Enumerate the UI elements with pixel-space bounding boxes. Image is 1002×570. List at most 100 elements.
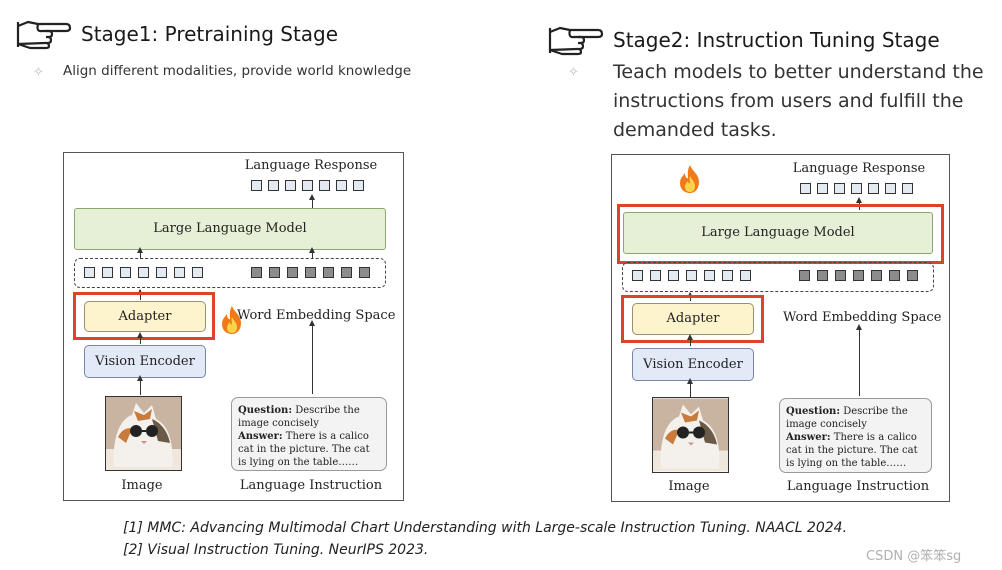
arrowhead <box>137 332 143 338</box>
response-token <box>285 180 296 191</box>
text-token <box>835 270 846 281</box>
stage1-subtitle: Align different modalities, provide worl… <box>63 63 412 79</box>
fire-icon <box>680 165 699 193</box>
text-token <box>251 267 262 278</box>
visual-token <box>192 267 203 278</box>
arrow <box>140 290 142 300</box>
llm-block: Large Language Model <box>74 208 386 250</box>
four-point-star-icon: ✧ <box>33 64 44 79</box>
embedding-tokens-box <box>622 262 934 292</box>
instruction-box: Question: Describe the image concisely A… <box>231 397 387 471</box>
language-instruction-caption: Language Instruction <box>786 479 930 494</box>
text-token <box>817 270 828 281</box>
response-token <box>834 183 845 194</box>
word-embedding-label: Word Embedding Space <box>237 308 396 323</box>
text-token <box>269 267 280 278</box>
arrowhead <box>687 378 693 384</box>
question-label: Question: <box>238 405 293 416</box>
arrow <box>140 377 142 395</box>
pointing-hand-icon <box>548 26 604 56</box>
stage2-title: Stage2: Instruction Tuning Stage <box>613 28 940 52</box>
vision-encoder-block: Vision Encoder <box>632 348 754 381</box>
watermark: CSDN @笨笨sg <box>866 549 962 564</box>
cat-image <box>652 397 729 473</box>
arrowhead <box>309 320 315 326</box>
visual-token <box>120 267 131 278</box>
language-response-label: Language Response <box>792 161 926 176</box>
arrowhead <box>856 197 862 203</box>
response-token <box>302 180 313 191</box>
visual-token <box>686 270 697 281</box>
answer-text: There is a calico cat in the picture. Th… <box>786 432 918 469</box>
pointing-hand-icon <box>16 20 72 50</box>
response-token <box>319 180 330 191</box>
arrowhead <box>856 324 862 330</box>
arrowhead <box>137 247 143 253</box>
fire-icon <box>222 306 241 334</box>
llm-block: Large Language Model <box>623 212 933 254</box>
visual-token <box>632 270 643 281</box>
image-caption: Image <box>121 478 163 493</box>
visual-token <box>668 270 679 281</box>
arrow <box>859 326 861 396</box>
visual-token <box>174 267 185 278</box>
response-token <box>353 180 364 191</box>
response-token <box>268 180 279 191</box>
four-point-star-icon: ✧ <box>568 64 579 79</box>
response-token <box>251 180 262 191</box>
arrow <box>690 336 692 346</box>
text-token <box>853 270 864 281</box>
text-token <box>889 270 900 281</box>
arrow <box>312 198 314 208</box>
text-token <box>871 270 882 281</box>
text-token <box>359 267 370 278</box>
answer-text: There is a calico cat in the picture. Th… <box>238 431 370 468</box>
response-token <box>800 183 811 194</box>
arrowhead <box>687 334 693 340</box>
adapter-highlight <box>621 295 764 343</box>
text-token <box>323 267 334 278</box>
word-embedding-label: Word Embedding Space <box>783 310 942 325</box>
visual-token <box>138 267 149 278</box>
text-token <box>287 267 298 278</box>
answer-label: Answer: <box>238 431 283 442</box>
language-response-label: Language Response <box>244 158 378 173</box>
reference-2: [2] Visual Instruction Tuning. NeurIPS 2… <box>123 542 429 558</box>
arrow <box>312 322 314 394</box>
question-label: Question: <box>786 406 841 417</box>
text-token <box>305 267 316 278</box>
question-text: Describe the image concisely <box>238 405 360 429</box>
arrow <box>690 380 692 397</box>
response-token <box>817 183 828 194</box>
reference-1: [1] MMC: Advancing Multimodal Chart Unde… <box>123 520 848 536</box>
arrowhead <box>309 247 315 253</box>
visual-token <box>102 267 113 278</box>
stage1-title: Stage1: Pretraining Stage <box>81 22 339 46</box>
stage2-subtitle: Teach models to better understand the in… <box>613 61 984 141</box>
arrowhead <box>309 194 315 200</box>
arrow <box>140 249 142 259</box>
response-token <box>902 183 913 194</box>
cat-image <box>105 396 182 471</box>
arrow <box>140 334 142 344</box>
text-token <box>341 267 352 278</box>
response-token <box>885 183 896 194</box>
visual-token <box>156 267 167 278</box>
text-token <box>799 270 810 281</box>
text-token <box>907 270 918 281</box>
arrowhead <box>137 375 143 381</box>
visual-token <box>704 270 715 281</box>
visual-token <box>722 270 733 281</box>
question-text: Describe the image concisely <box>786 406 908 430</box>
adapter-block: Adapter <box>632 303 754 335</box>
language-instruction-caption: Language Instruction <box>239 478 383 493</box>
response-token <box>868 183 879 194</box>
response-token <box>336 180 347 191</box>
adapter-highlight <box>73 292 215 340</box>
adapter-block: Adapter <box>84 301 206 332</box>
visual-token <box>740 270 751 281</box>
image-caption: Image <box>668 479 710 494</box>
answer-label: Answer: <box>786 432 831 443</box>
vision-encoder-block: Vision Encoder <box>84 345 206 378</box>
visual-token <box>650 270 661 281</box>
